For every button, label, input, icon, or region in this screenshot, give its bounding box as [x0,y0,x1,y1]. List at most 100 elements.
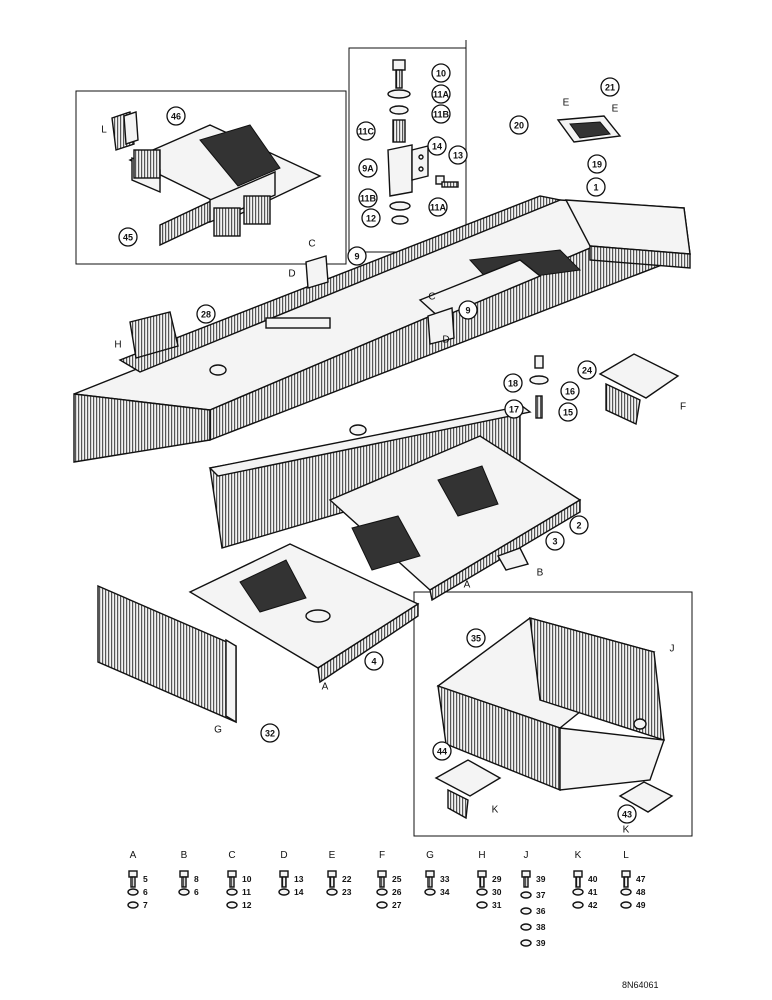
legend-letter: J [524,850,529,861]
callout-44: 44 [432,741,452,761]
callout-label: 12 [366,214,376,224]
bolt-head-icon [477,870,487,878]
callout-label: 9 [354,252,359,262]
callout-label: 32 [265,729,275,739]
legend-letter: E [329,850,336,861]
callout-32: 32 [260,723,280,743]
cover-plate-part-28 [129,311,179,359]
callout-15: 15 [558,402,578,422]
callout-label: 24 [582,366,592,376]
legend-letter: G [426,850,434,861]
washer-icon [376,901,388,909]
floor-plate-part-4 [188,543,420,684]
callout-1: 1 [586,177,606,197]
washer-icon [572,901,584,909]
reference-letter-L: L [101,125,107,136]
washer-icon [226,901,238,909]
washer-icon [520,907,532,915]
bolt-stack-inset [387,59,459,225]
washer-icon [376,888,388,896]
legend-part-number: 33 [440,874,450,884]
callout-10: 10 [431,63,451,83]
legend-part-number: 10 [242,874,252,884]
legend-part-number: 6 [194,887,199,897]
legend-letter: A [130,850,137,861]
legend-part-number: 14 [294,887,304,897]
callout-label: 11B [433,110,450,120]
reference-letter-C: C [308,239,315,250]
bolt-shank-icon [379,876,385,888]
legend-part-number: 5 [143,874,148,884]
clip-part-3 [496,547,530,571]
callout-label: 11C [358,127,375,137]
legend-part-number: 11 [242,887,251,897]
callout-11C: 11C [356,121,376,141]
legend-part-number: 22 [342,874,352,884]
callout-21: 21 [600,77,620,97]
reference-letter-A: A [464,580,471,591]
callout-35: 35 [466,628,486,648]
legend-part-number: 40 [588,874,598,884]
reference-letter-B: B [537,568,544,579]
legend-letter: K [575,850,582,861]
legend-part-number: 36 [536,906,546,916]
legend-letter: F [379,850,385,861]
callout-label: 21 [605,83,615,93]
bolt-head-icon [377,870,387,878]
bracket-part-9-lower [427,307,455,345]
bolt-head-icon [179,870,189,878]
legend-part-number: 13 [294,874,304,884]
callout-label: 11B [360,194,377,204]
callout-label: 14 [432,142,442,152]
reference-letter-F: F [680,402,686,413]
legend-part-number: 30 [492,887,502,897]
legend-part-number: 7 [143,900,148,910]
legend-part-number: 23 [342,887,352,897]
callout-11A: 11A [431,84,451,104]
washer-icon [520,891,532,899]
washer-icon [476,888,488,896]
bolt-shank-icon [281,876,287,888]
legend-column-A: A 5 6 7 [127,850,148,910]
reference-letter-G: G [214,725,222,736]
legend-letter: H [478,850,485,861]
legend-part-number: 49 [636,900,646,910]
washer-icon [424,888,436,896]
legend-column-E: E 22 23 [326,850,352,897]
callout-3: 3 [545,531,565,551]
washer-icon [178,888,190,896]
legend-part-number: 6 [143,887,148,897]
callout-43: 43 [617,804,637,824]
callout-17: 17 [504,399,524,419]
callout-2: 2 [569,515,589,535]
bolt-shank-icon [623,876,629,888]
legend-part-number: 34 [440,887,450,897]
inset-box-battery-box [413,591,693,837]
reference-letter-D: D [288,269,295,280]
reference-letter-H: H [114,340,121,351]
legend-part-number: 29 [492,874,502,884]
callout-label: 20 [514,121,524,131]
bolt-shank-icon [229,876,235,888]
callout-24: 24 [577,360,597,380]
legend-part-number: 48 [636,887,646,897]
seat-bracket-part-45 [128,124,322,247]
plate-part-43 [618,781,674,813]
callout-label: 13 [453,151,463,161]
legend-part-number: 25 [392,874,402,884]
bolt-head-icon [327,870,337,878]
callout-46: 46 [166,106,186,126]
bolt-head-icon [227,870,237,878]
callout-11B: 11B [358,188,378,208]
washer-icon [127,901,139,909]
reference-letter-K: K [623,825,630,836]
bracket-part-24 [598,353,680,426]
washer-icon [278,888,290,896]
battery-box-part-35 [436,617,665,792]
callout-19: 19 [587,154,607,174]
